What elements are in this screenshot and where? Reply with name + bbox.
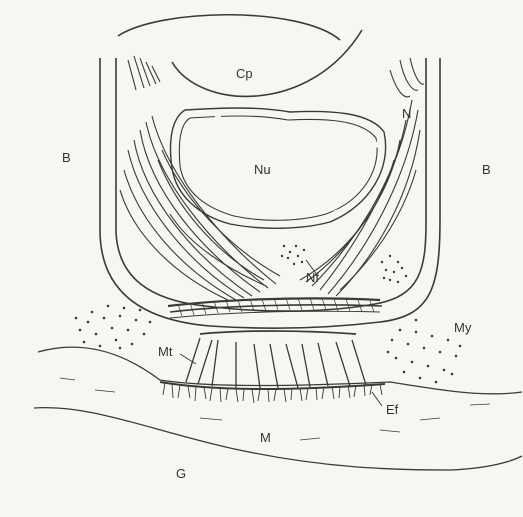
label-nu: Nu xyxy=(254,162,271,177)
label-mt: Mt xyxy=(158,344,173,359)
mt-fiber-8 xyxy=(318,343,328,386)
m-band-fiber-5 xyxy=(380,430,400,432)
top-left-filaments xyxy=(128,56,160,90)
label-cp: Cp xyxy=(236,66,253,81)
m-band xyxy=(34,347,522,470)
mt-fiber-11 xyxy=(186,338,200,382)
mt-fiber-6 xyxy=(286,344,298,388)
label-m: M xyxy=(260,430,271,445)
my-right-stipple xyxy=(387,319,462,384)
nucleus-envelope-pore-3 xyxy=(374,140,378,147)
cp-arc xyxy=(172,30,362,96)
filament-right-4 xyxy=(306,140,400,282)
m-band-upper-edge xyxy=(38,347,522,394)
mt-fiber-7 xyxy=(302,344,310,387)
nf-left-stipple xyxy=(281,245,305,265)
ef-leader xyxy=(372,392,382,406)
m-band-fiber-6 xyxy=(200,418,222,420)
mt-fiber-5 xyxy=(270,344,278,388)
mt-fiber-10 xyxy=(352,340,366,385)
label-nf: Nf xyxy=(306,270,319,285)
m-band-fiber-2 xyxy=(95,390,115,392)
top-left-filament-lines xyxy=(128,56,160,90)
nucleus-envelope-pore-4 xyxy=(334,210,340,212)
filament-right-10 xyxy=(410,58,424,84)
inner-membrane xyxy=(116,58,426,311)
m-band-lower-edge xyxy=(34,408,522,470)
label-my: My xyxy=(454,320,472,335)
mt-fiber-2 xyxy=(212,340,218,386)
label-b-right: B xyxy=(482,162,491,177)
lower-plaque-line xyxy=(200,331,356,334)
filament-right-6 xyxy=(300,160,394,280)
label-n: N xyxy=(402,106,411,121)
outer-membrane xyxy=(100,58,440,328)
label-g: G xyxy=(176,466,186,481)
m-band-fiber-3 xyxy=(420,418,440,420)
m-band-fiber-1 xyxy=(60,378,75,380)
m-band-fiber-7 xyxy=(470,404,490,405)
my-left-stipple xyxy=(75,305,152,350)
filament-right-8 xyxy=(390,70,410,97)
filament-left-9 xyxy=(120,190,228,300)
m-band-fiber-4 xyxy=(300,438,320,440)
mt-fiber-1 xyxy=(198,340,212,384)
mt-fiber-9 xyxy=(336,342,350,386)
nf-right-stipple xyxy=(381,255,407,283)
top-arc xyxy=(118,15,340,40)
plaque-line-3 xyxy=(170,311,380,318)
label-ef: Ef xyxy=(386,402,399,417)
mt-fiber-4 xyxy=(254,344,260,388)
nucleus-envelope-inner xyxy=(179,116,377,220)
label-b-left: B xyxy=(62,150,71,165)
mt-fibers xyxy=(186,338,366,388)
nucleus-envelope-pore-2 xyxy=(292,115,298,116)
